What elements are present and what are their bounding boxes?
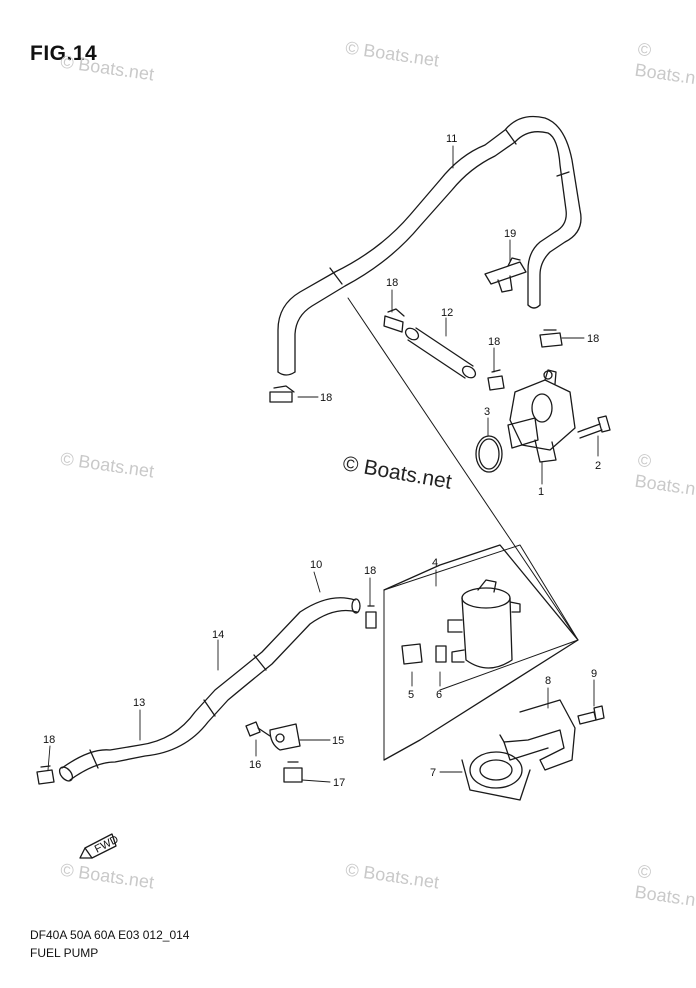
fwd-arrow-icon xyxy=(84,833,117,859)
o-ring-3 xyxy=(475,435,503,473)
part-label-6: 6 xyxy=(436,689,442,701)
hose-5 xyxy=(401,643,423,665)
bolt-16 xyxy=(245,721,261,737)
part-label-8: 8 xyxy=(545,675,551,687)
part-label-9: 9 xyxy=(591,668,597,680)
hose-13-14-10 xyxy=(58,597,361,782)
part-label-14: 14 xyxy=(212,629,224,641)
hose-11 xyxy=(277,115,582,376)
part-label-19: 19 xyxy=(504,228,516,240)
part-label-17: 17 xyxy=(333,777,345,789)
part-label-3: 3 xyxy=(484,406,490,418)
model-line: DF40A 50A 60A E03 012_014 xyxy=(30,928,190,942)
bracket-7 xyxy=(461,751,531,801)
part-label-5: 5 xyxy=(408,689,414,701)
bolt-2 xyxy=(577,415,611,439)
part-label-10: 10 xyxy=(310,559,322,571)
part-label-18-c: 18 xyxy=(587,333,599,345)
part-label-15: 15 xyxy=(332,735,344,747)
part-label-18-e: 18 xyxy=(364,565,376,577)
hose-12 xyxy=(404,327,477,379)
bolt-9 xyxy=(577,705,605,725)
fuel-filter-4 xyxy=(383,544,579,761)
part-label-13: 13 xyxy=(133,697,145,709)
part-label-12: 12 xyxy=(441,307,453,319)
part-label-16: 16 xyxy=(249,759,261,771)
part-label-18-d: 18 xyxy=(320,392,332,404)
clips-18 xyxy=(36,308,563,785)
clamp-15 xyxy=(269,723,301,751)
clip-19 xyxy=(484,257,527,293)
part-label-11: 11 xyxy=(446,133,457,145)
figure-title: FIG.14 xyxy=(30,42,98,65)
part-label-2: 2 xyxy=(595,460,601,472)
bracket-8 xyxy=(499,699,576,771)
section-name: FUEL PUMP xyxy=(30,946,99,960)
part-label-18-a: 18 xyxy=(386,277,398,289)
fuel-pump-1 xyxy=(507,369,576,463)
clip-6 xyxy=(435,645,447,663)
part-label-18-f: 18 xyxy=(43,734,55,746)
fwd-label: FWD xyxy=(93,834,121,856)
part-label-4: 4 xyxy=(432,557,438,569)
part-label-18-b: 18 xyxy=(488,336,500,348)
part-label-1: 1 xyxy=(538,486,544,498)
part-label-7: 7 xyxy=(430,767,436,779)
